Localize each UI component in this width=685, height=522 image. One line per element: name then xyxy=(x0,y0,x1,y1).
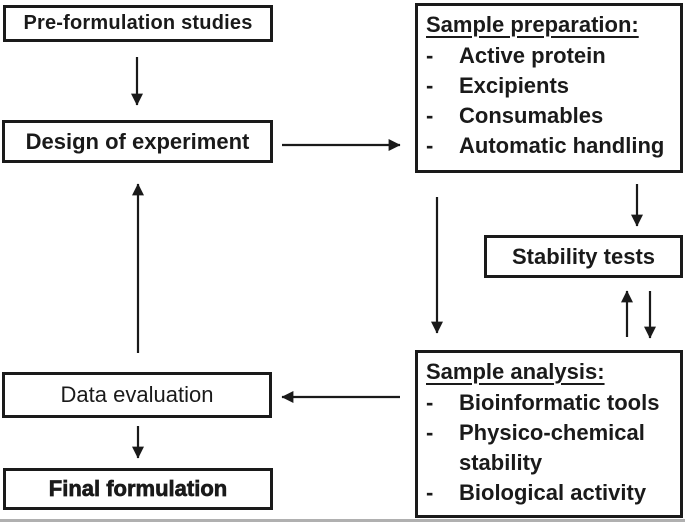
list-item-label: Excipients xyxy=(459,73,570,98)
design-of-experiment-label: Design of experiment xyxy=(25,128,250,154)
list-item-label: Bioinformatic tools xyxy=(459,390,660,415)
list-item-label: Physico-chemical stability xyxy=(459,420,645,475)
data-evaluation-label: Data evaluation xyxy=(60,382,214,407)
pre-formulation-label: Pre-formulation studies xyxy=(23,12,253,34)
box-design-of-experiment: Design of experiment xyxy=(2,120,273,163)
bullet-dash: - xyxy=(426,390,434,415)
list-item: - Active protein xyxy=(426,41,676,71)
list-item: - Biological activity xyxy=(426,478,676,508)
sample-analysis-heading: Sample analysis: xyxy=(426,359,605,384)
list-item: - Automatic handling xyxy=(426,131,676,161)
list-item-label: Biological activity xyxy=(459,480,647,505)
bullet-dash: - xyxy=(426,43,434,68)
box-sample-analysis: Sample analysis: - Bioinformatic tools -… xyxy=(415,350,683,518)
bullet-dash: - xyxy=(426,103,434,128)
sample-preparation-heading: Sample preparation: xyxy=(426,12,639,37)
list-item: - Excipients xyxy=(426,71,676,101)
box-stability-tests: Stability tests xyxy=(484,235,683,278)
list-item-label: Active protein xyxy=(459,43,606,68)
bullet-dash: - xyxy=(426,133,434,158)
list-item: - Consumables xyxy=(426,101,676,131)
bullet-dash: - xyxy=(426,480,434,505)
final-formulation-label: Final formulation xyxy=(48,476,228,502)
bottom-rule xyxy=(0,519,685,522)
list-item-label: Consumables xyxy=(459,103,604,128)
stability-tests-label: Stability tests xyxy=(511,243,656,269)
list-item: - Physico-chemical stability xyxy=(426,418,676,478)
box-sample-preparation: Sample preparation: - Active protein - E… xyxy=(415,3,683,173)
box-data-evaluation: Data evaluation xyxy=(2,372,272,418)
list-item-label: Automatic handling xyxy=(459,133,665,158)
bullet-dash: - xyxy=(426,73,434,98)
list-item: - Bioinformatic tools xyxy=(426,388,676,418)
bullet-dash: - xyxy=(426,420,434,445)
box-final-formulation: Final formulation xyxy=(3,468,273,510)
box-pre-formulation-studies: Pre-formulation studies xyxy=(3,5,273,42)
